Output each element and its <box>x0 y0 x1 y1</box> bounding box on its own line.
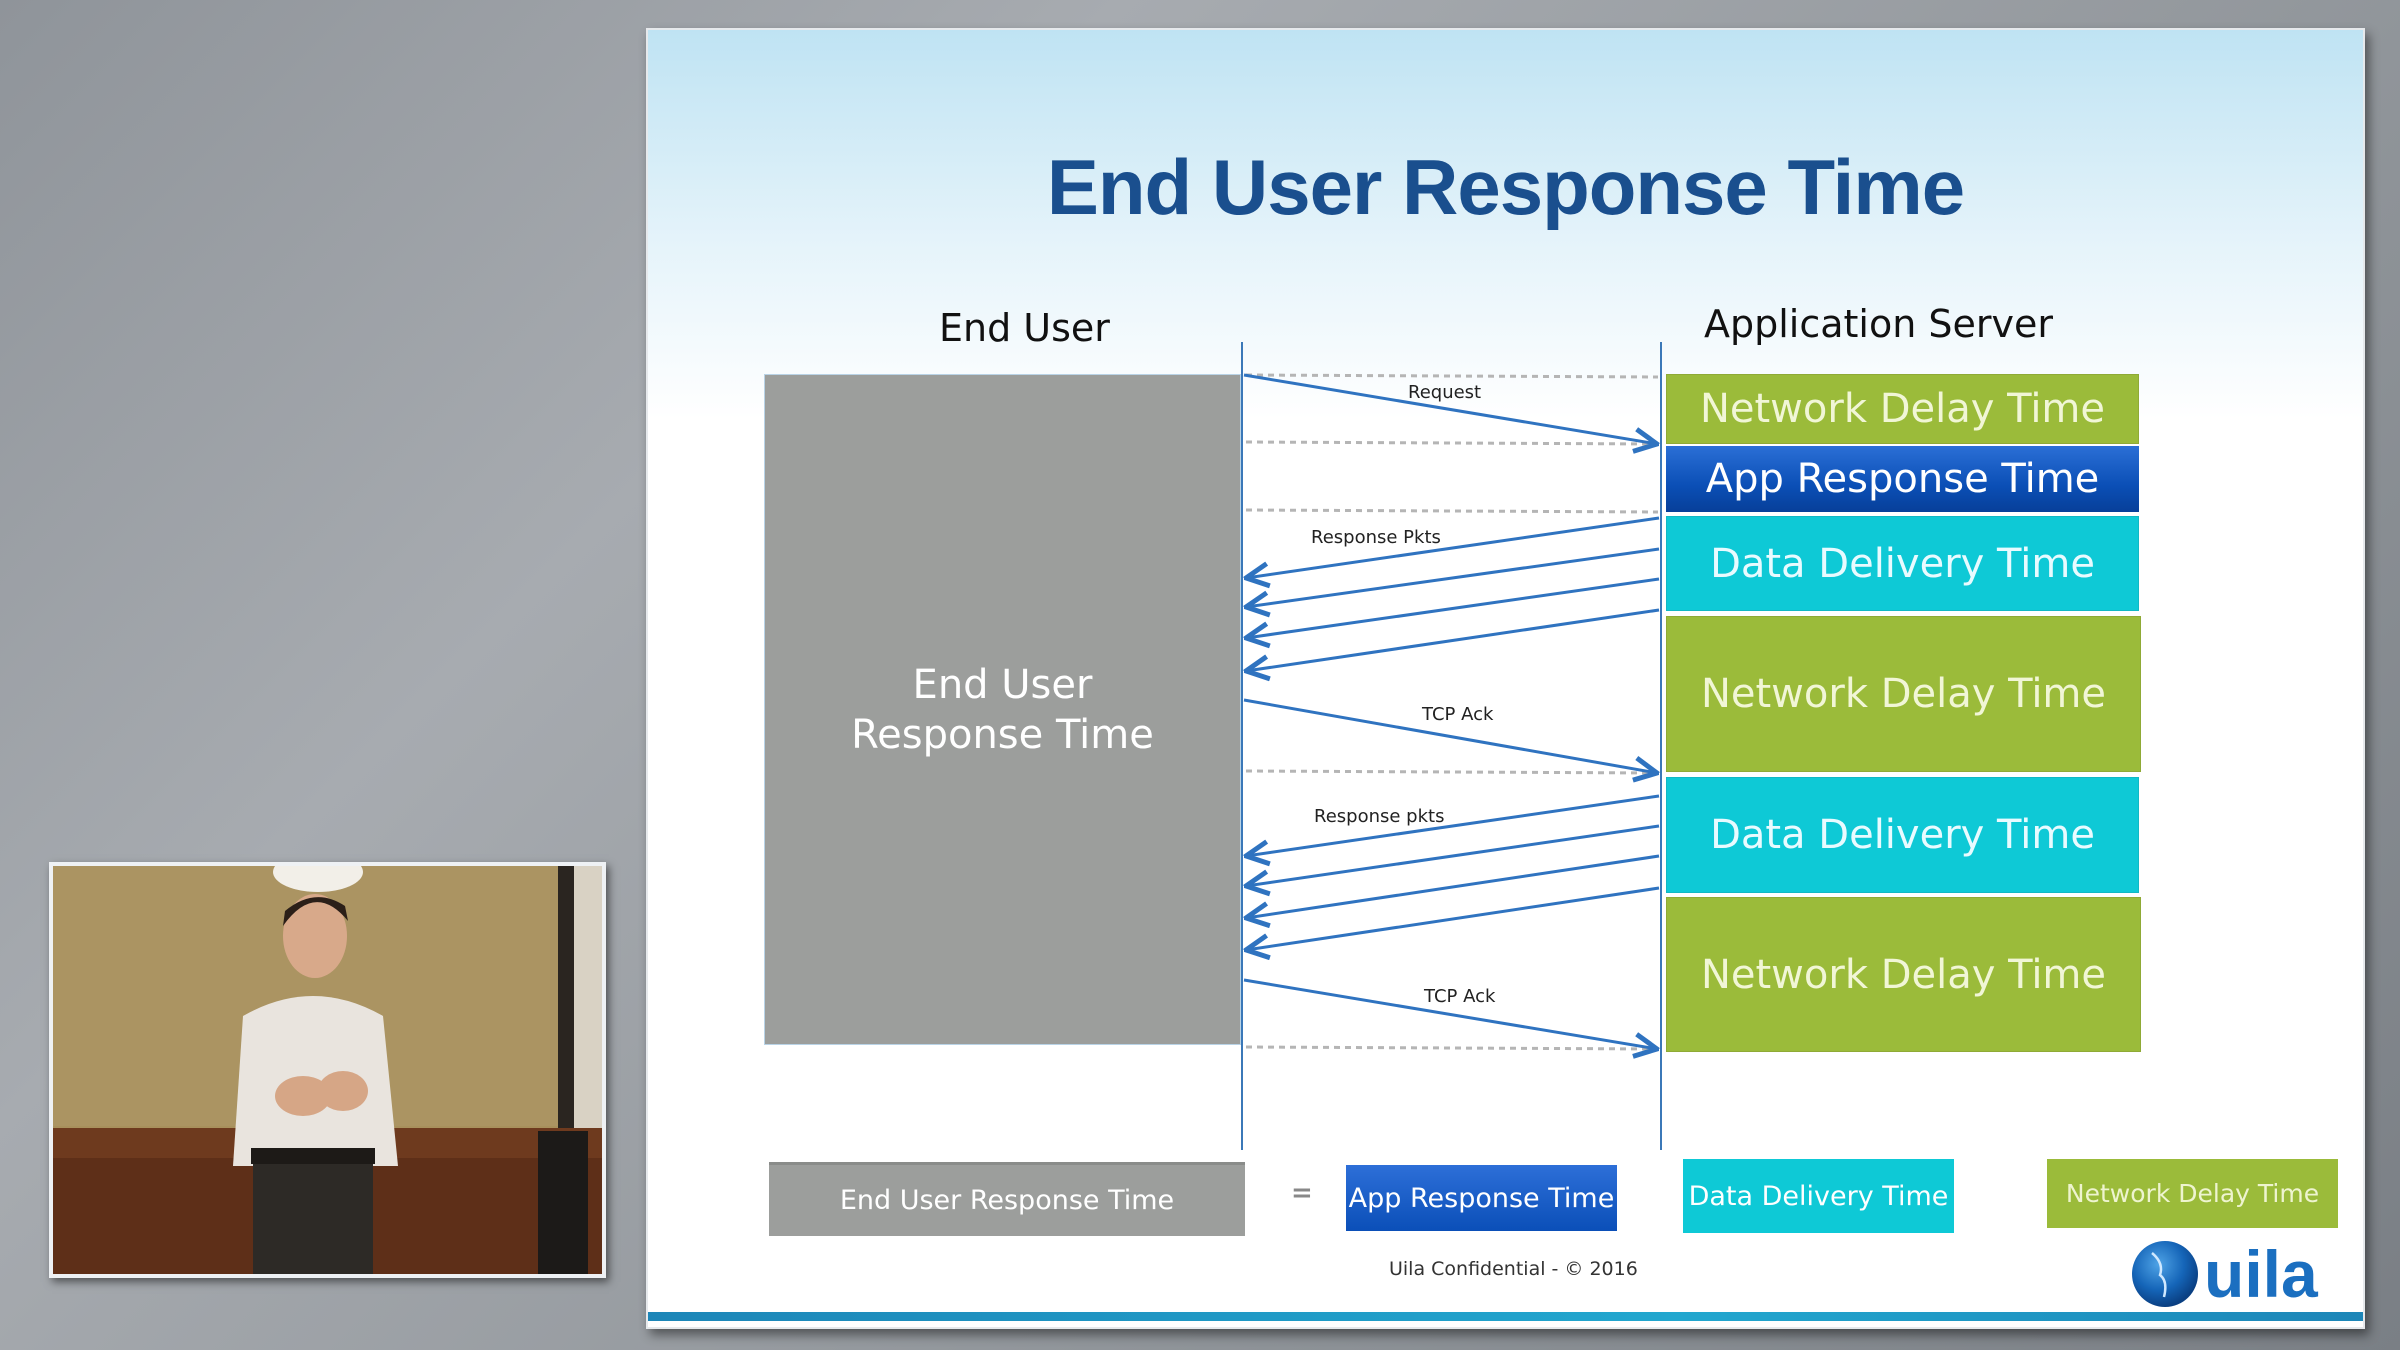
end-user-response-box-text: End User Response Time <box>851 661 1154 758</box>
end-user-label: End User <box>939 306 1110 350</box>
server-segment-network-delay: Network Delay Time <box>1666 897 2141 1052</box>
segment-label: Network Delay Time <box>1700 671 2107 717</box>
legend-network-delay: Network Delay Time <box>2047 1159 2338 1228</box>
response-pkt-arrow <box>1246 794 1660 856</box>
segment-label: Data Delivery Time <box>1710 540 2095 587</box>
slide-bottom-bar <box>648 1312 2363 1321</box>
legend-app-response: App Response Time <box>1346 1165 1617 1231</box>
guide-line <box>1245 508 1659 514</box>
segment-label: Data Delivery Time <box>1710 812 2095 858</box>
server-segment-data-delivery: Data Delivery Time <box>1666 516 2139 611</box>
segment-label: Network Delay Time <box>1699 386 2106 432</box>
end-user-response-box: End User Response Time <box>764 374 1241 1045</box>
guide-line <box>1245 1045 1659 1051</box>
response-pkt-arrow <box>1246 547 1660 607</box>
globe-icon <box>2132 1241 2198 1307</box>
confidential-footer: Uila Confidential - © 2016 <box>1389 1258 1638 1280</box>
tcp-ack-arrow <box>1243 698 1657 773</box>
legend-end-user-response: End User Response Time <box>769 1162 1245 1236</box>
response-pkt-arrow <box>1246 854 1660 918</box>
legend-label: Network Delay Time <box>2065 1179 2320 1208</box>
guide-line <box>1245 769 1659 775</box>
server-segment-network-delay: Network Delay Time <box>1666 616 2141 772</box>
sequence-diagram <box>1241 342 1662 1150</box>
equals-sign: = <box>1291 1178 1313 1208</box>
uila-logo: uila <box>2130 1239 2318 1309</box>
response-pkts-label: Response Pkts <box>1311 527 1441 548</box>
legend-label: Data Delivery Time <box>1688 1180 1949 1212</box>
response-pkt-arrow <box>1246 824 1660 886</box>
response-pkt-arrow <box>1246 516 1660 578</box>
response-pkt-arrow <box>1246 886 1660 950</box>
timing-guides <box>1245 373 1659 1051</box>
app-server-label: Application Server <box>1704 302 2054 346</box>
response-pkt-arrow <box>1246 577 1660 638</box>
response-pkt-arrow <box>1246 608 1660 671</box>
segment-label: Network Delay Time <box>1700 951 2107 998</box>
legend-data-delivery: Data Delivery Time <box>1683 1159 1954 1233</box>
response-pkts-label: Response pkts <box>1314 806 1445 827</box>
server-segment-app-response: App Response Time <box>1666 446 2139 512</box>
tcp-ack-label: TCP Ack <box>1422 704 1494 725</box>
slide-title: End User Response Time <box>1046 143 1965 231</box>
segment-label: App Response Time <box>1705 456 2100 502</box>
presenter-video-icon <box>53 866 602 1274</box>
logo-text: uila <box>2204 1237 2318 1311</box>
guide-line <box>1245 373 1659 379</box>
presenter-video-inset <box>49 862 606 1278</box>
presentation-slide: End User Response Time End User Applicat… <box>646 28 2365 1329</box>
guide-line <box>1245 440 1659 446</box>
request-arrow <box>1243 373 1657 444</box>
tcp-ack-arrow <box>1243 978 1657 1049</box>
legend-label: App Response Time <box>1348 1182 1615 1214</box>
server-segment-data-delivery: Data Delivery Time <box>1666 777 2139 893</box>
legend-label: End User Response Time <box>839 1185 1175 1216</box>
tcp-ack-label: TCP Ack <box>1424 986 1496 1007</box>
request-label: Request <box>1408 382 1482 403</box>
server-segment-network-delay: Network Delay Time <box>1666 374 2139 444</box>
